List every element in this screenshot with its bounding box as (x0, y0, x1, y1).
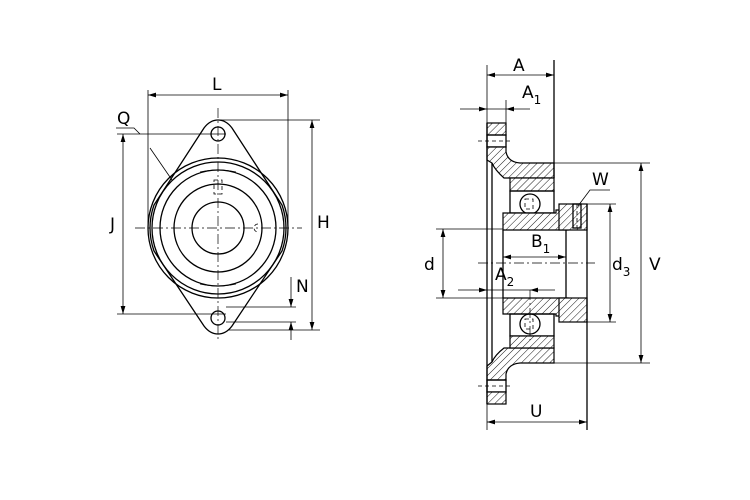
dim-label-J: J (109, 215, 115, 235)
front-view: L Q H J N (109, 75, 330, 340)
bore-circle (191, 201, 245, 255)
ball-top (519, 193, 541, 215)
dim-label-V: V (649, 255, 661, 275)
dim-label-A2: A2 (495, 265, 514, 289)
dim-label-U: U (530, 402, 542, 422)
dim-label-d: d (424, 255, 435, 275)
dim-label-d3: d3 (612, 255, 630, 279)
dim-label-A1: A1 (522, 83, 541, 107)
section-view: A A1 V W d3 d B1 A2 U (424, 56, 661, 430)
dim-label-N: N (296, 277, 309, 297)
dim-label-B1: B1 (531, 232, 550, 256)
dim-label-A: A (513, 56, 525, 76)
dim-label-W: W (592, 170, 609, 190)
dim-label-L: L (212, 75, 222, 95)
dim-label-H: H (317, 213, 330, 233)
dim-label-Q: Q (117, 109, 130, 129)
